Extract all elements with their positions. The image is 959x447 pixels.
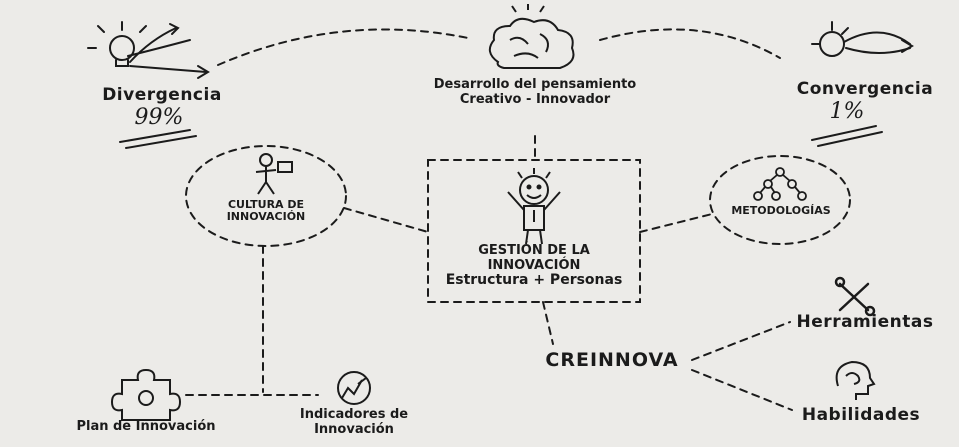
tools-icon xyxy=(834,276,876,317)
connector-creinnova-habilidades xyxy=(691,369,793,411)
metodologias-title: METODOLOGÍAS xyxy=(731,204,831,217)
gestion-line1: GESTIÓN DE LA xyxy=(478,243,590,258)
chart-gauge-icon xyxy=(337,371,371,405)
connector-desarrollo-convergencia xyxy=(599,28,781,59)
connector-creinnova-herramientas xyxy=(691,321,791,361)
hierarchy-tree-icon xyxy=(753,167,807,201)
indicadores-label: Indicadores de Innovación xyxy=(294,407,414,437)
desarrollo-label: Desarrollo del pensamiento Creativo - In… xyxy=(400,77,670,107)
brain-icon xyxy=(488,4,575,69)
creinnova-title: CREINNOVA xyxy=(545,349,679,371)
cultura-label: CULTURA DE INNOVACIÓN xyxy=(206,198,326,224)
connector-cultura-gestion xyxy=(343,207,429,233)
habilidades-title: Habilidades xyxy=(801,405,921,425)
plan-title: Plan de Innovación xyxy=(76,419,216,434)
divergencia-title: Divergencia xyxy=(102,85,222,105)
person-idea-icon xyxy=(255,153,293,195)
connector-gestion-metodologias xyxy=(639,213,713,233)
gestion-box xyxy=(427,159,641,303)
lightbulb-arrows-icon xyxy=(87,21,210,79)
happy-person-icon xyxy=(507,168,561,245)
gestion-label: GESTIÓN DE LA INNOVACIÓN Estructura + Pe… xyxy=(432,243,636,289)
desarrollo-line2: Creativo - Innovador xyxy=(459,91,611,107)
head-brain-icon xyxy=(835,360,876,400)
desarrollo-line1: Desarrollo del pensamiento xyxy=(433,77,637,92)
herramientas-title: Herramientas xyxy=(796,312,934,332)
connector-divergencia-desarrollo xyxy=(217,28,469,66)
convergencia-title: Convergencia xyxy=(796,79,934,99)
lightbulb-converge-icon xyxy=(811,21,914,57)
indicadores-line2: Innovación xyxy=(314,421,394,437)
underline-marks xyxy=(119,125,883,149)
puzzle-icon xyxy=(110,368,182,421)
metodologias-ellipse xyxy=(709,155,851,245)
cultura-ellipse xyxy=(185,145,347,247)
indicadores-line1: Indicadores de xyxy=(299,407,409,422)
gestion-line3: Estructura + Personas xyxy=(445,272,623,289)
cultura-line1: CULTURA DE xyxy=(227,198,305,211)
convergencia-value: 1% xyxy=(829,99,865,124)
cultura-line2: INNOVACIÓN xyxy=(226,210,306,224)
gestion-line2: INNOVACIÓN xyxy=(487,257,581,273)
divergencia-value: 99% xyxy=(134,105,184,130)
connector-gestion-creinnova xyxy=(542,301,554,345)
